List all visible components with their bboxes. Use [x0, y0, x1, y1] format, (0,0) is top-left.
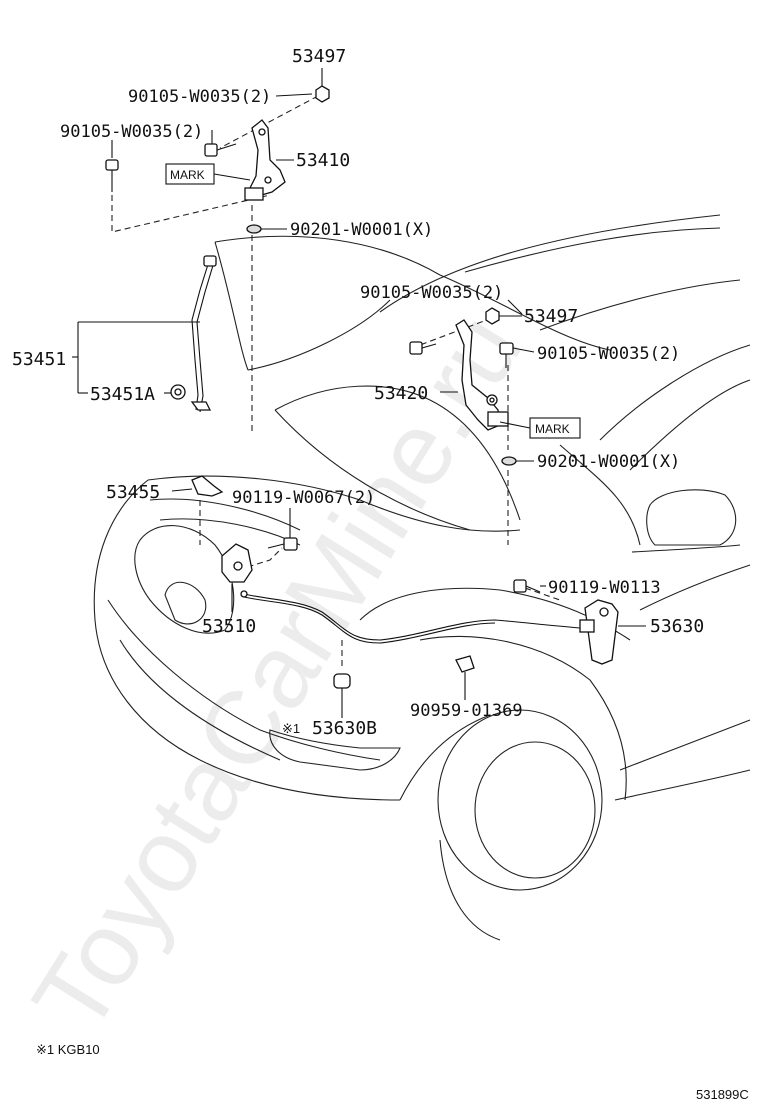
release-cable	[240, 590, 581, 644]
label-53451: 53451	[12, 349, 66, 370]
bolt-90119-W0067	[267, 537, 298, 551]
label-90105-c: 90105-W0035(2)	[360, 283, 503, 303]
mark-label-left: MARK	[170, 168, 205, 182]
label-90119-W0067: 90119-W0067(2)	[232, 488, 375, 508]
mark-box-left: MARK	[165, 163, 215, 185]
label-53455: 53455	[106, 482, 160, 503]
part-labels: 53497 90105-W0035(2) 90105-W0035(2) 5341…	[12, 46, 704, 739]
nut-53497-top	[315, 85, 330, 103]
label-90105-b: 90105-W0035(2)	[60, 122, 203, 142]
release-lever-53630	[579, 599, 619, 665]
cable-clamp-90959	[455, 655, 475, 673]
label-53497-right: 53497	[524, 306, 578, 327]
hood-lock-53510	[221, 543, 253, 583]
grommet-53451A	[170, 384, 186, 400]
label-53630B-marker: ※1	[282, 721, 300, 736]
label-53410: 53410	[296, 150, 350, 171]
label-90959: 90959-01369	[410, 701, 523, 721]
hood-lock-bracket-53455	[191, 475, 224, 497]
illustration-code: 531899C	[696, 1087, 749, 1102]
label-90105-a: 90105-W0035(2)	[128, 87, 271, 107]
label-53497-top: 53497	[292, 46, 346, 67]
bolt-90105-right-a	[409, 341, 437, 355]
bolt-90119-W0113	[513, 579, 541, 593]
bolt-90105-right-b	[499, 342, 514, 368]
car-body-outline	[93, 214, 751, 941]
footnote: ※1 KGB10	[36, 1042, 100, 1057]
label-90201-right: 90201-W0001(X)	[537, 452, 680, 472]
label-53420: 53420	[374, 383, 428, 404]
bolt-90105-top	[204, 143, 237, 157]
mark-box-right: MARK	[529, 417, 581, 439]
hood-hinge-53410	[244, 119, 286, 201]
label-90201-left: 90201-W0001(X)	[290, 220, 433, 240]
label-90105-d: 90105-W0035(2)	[537, 344, 680, 364]
bolt-90105-left	[105, 159, 119, 192]
label-90119-W0113: 90119-W0113	[548, 578, 661, 598]
label-53630B: 53630B	[312, 718, 377, 739]
mark-label-right: MARK	[535, 422, 570, 436]
washer-90201-left	[246, 224, 262, 234]
washer-90201-right	[501, 456, 517, 466]
label-53630: 53630	[650, 616, 704, 637]
label-53451A: 53451A	[90, 384, 155, 405]
label-53510: 53510	[202, 616, 256, 637]
grommet-53630B	[333, 673, 351, 689]
hood-support-rod-53451	[190, 255, 217, 413]
nut-53497-right	[485, 307, 500, 325]
leader-lines	[72, 68, 646, 718]
